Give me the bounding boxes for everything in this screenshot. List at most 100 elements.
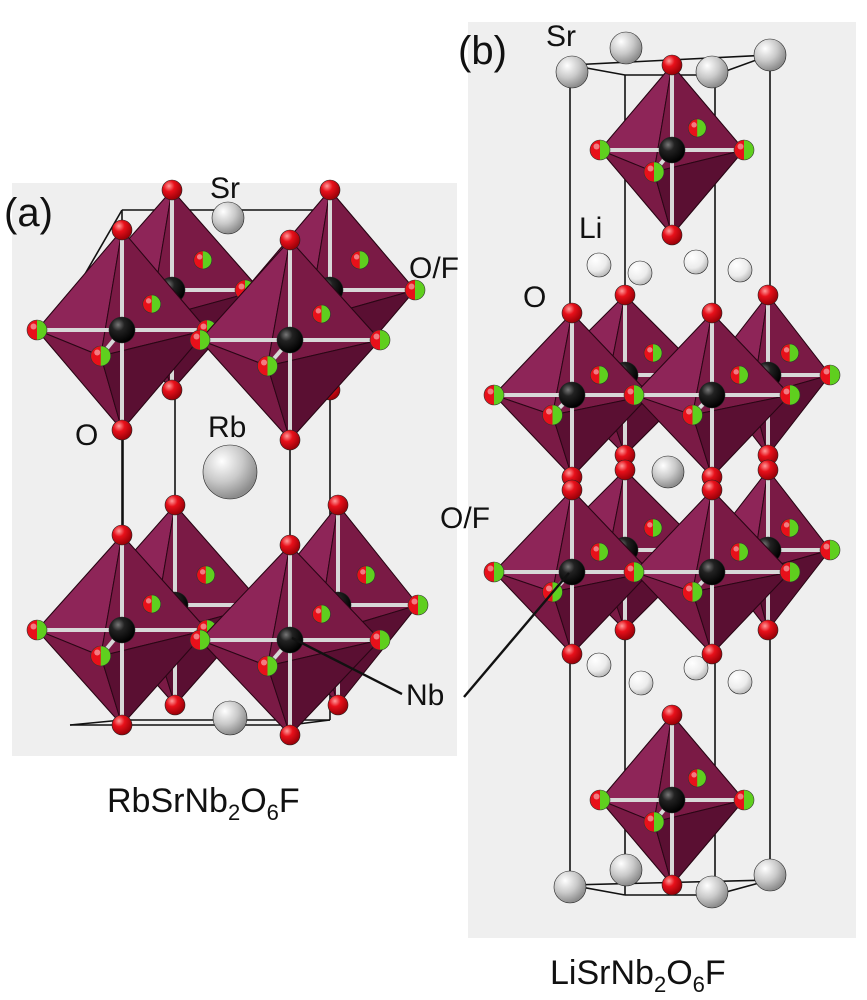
octahedron-face [100,629,208,726]
of-atom-outline [483,384,505,406]
of-atom [312,304,331,324]
of-atom-o-part [624,562,634,582]
panel-b-label: (b) [458,29,507,73]
of-atom-highlight [315,308,322,314]
of-atom-o-part [190,630,200,650]
li-atom [683,655,709,681]
nb-octahedron [483,479,661,665]
of-atom-o-part [590,543,600,561]
of-atom-highlight [737,793,744,800]
of-atom [779,384,801,406]
of-atom [643,161,665,183]
nb-pointer-b [463,572,570,698]
of-atom-outline [26,319,48,341]
of-atom [542,404,563,426]
of-atom-o-part [90,346,101,366]
of-atom [589,139,611,161]
of-atom-highlight [546,408,552,415]
of-atom-outline [142,294,162,314]
of-atom-outline [819,539,841,561]
octahedron-face [100,329,208,431]
o-atom [319,179,341,201]
o-atom [561,302,583,324]
nb-octahedron [589,704,755,896]
of-atom-o-part [312,605,322,623]
octahedron-face [692,394,791,478]
of-atom-o-part [193,251,203,269]
o-atom [164,494,186,516]
of-atom [369,329,391,351]
of-atom-outline [196,565,216,585]
of-atom [643,343,663,363]
octahedron-face [267,339,381,441]
o-atom [661,874,683,896]
of-atom [780,343,800,363]
of-atom-o-part [27,320,37,340]
caption-a-sub-1: 2 [228,800,240,825]
o-atom [701,479,723,501]
of-atom-o-part [142,595,152,613]
of-atom [819,364,841,386]
of-atom-outline [369,329,391,351]
caption-b-sub-2: 6 [693,972,705,997]
of-atom-highlight [30,623,37,630]
o-atom [327,694,349,716]
of-atom [483,561,505,583]
caption-a-part-2: O [240,782,266,820]
of-atom [257,655,278,677]
of-atom-o-part [780,519,790,537]
of-atom [483,384,505,406]
sr-atom [753,858,787,892]
of-atom-outline [779,384,801,406]
octahedron-face [552,571,651,655]
of-atom-highlight [193,333,200,340]
of-atom-highlight [200,623,207,630]
of-atom [369,629,391,651]
of-atom-outline [623,561,645,583]
of-atom-highlight [487,565,494,572]
of-atom-highlight [686,585,692,592]
li-atom [586,652,612,678]
of-atom-highlight [199,569,206,575]
rb-atom [202,444,258,500]
of-atom-highlight [593,369,599,375]
o-atom [614,459,636,481]
o-atom [279,724,301,746]
of-atom-o-part [405,280,415,300]
of-atom-o-part [682,405,693,425]
sr-atom [753,38,787,72]
of-atom [193,250,213,270]
of-atom-o-part [484,385,494,405]
of-atom-highlight [196,254,203,260]
of-atom-o-part [644,344,653,362]
of-atom-o-part [196,566,206,584]
caption-b-part-1: LiSrNb [550,954,654,992]
sr-atom [553,870,587,904]
of-atom [643,811,665,833]
of-atom-o-part [688,119,698,137]
of-atom [819,539,841,561]
of-atom-o-part [780,344,790,362]
of-atom-highlight [627,565,634,572]
of-atom-o-part [257,656,268,676]
of-atom-highlight [783,347,790,353]
of-atom-outline [682,581,703,603]
of-atom-o-part [644,519,653,537]
of-atom-o-part [590,140,600,160]
caption-b-part-3: F [705,954,726,992]
of-atom-highlight [737,143,744,150]
of-atom-outline [589,365,609,385]
of-atom-outline [780,518,800,538]
of-atom [356,565,376,585]
of-atom-highlight [783,522,790,528]
of-atom-outline [780,343,800,363]
nb-atom [276,626,304,654]
o-atom [279,229,301,251]
caption-b: LiSrNb2O6F [550,954,726,997]
nb-atom [658,136,686,164]
of-atom-highlight [691,772,697,778]
caption-a-part-3: F [279,782,300,820]
of-atom-highlight [823,368,830,375]
o-atom [111,714,133,736]
o-atom [279,429,301,451]
